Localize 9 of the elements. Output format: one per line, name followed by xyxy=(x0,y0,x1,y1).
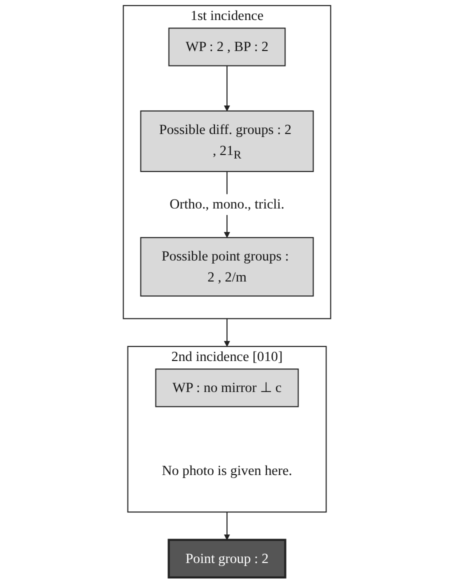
node-box: Possible diff. groups : 2 , 21$_{R}$ xyxy=(140,110,314,172)
arrow xyxy=(223,512,230,540)
node-box: Point group : 2 xyxy=(167,538,286,578)
arrow xyxy=(223,66,230,112)
node-box: Possible point groups : 2 , 2/m xyxy=(140,237,314,297)
node-box: WP : 2 , BP : 2 xyxy=(168,28,286,66)
edge-label: Ortho., mono., tricli. xyxy=(169,196,284,212)
arrow xyxy=(223,318,230,347)
node-box: WP : no mirror ⊥ c xyxy=(154,368,298,408)
